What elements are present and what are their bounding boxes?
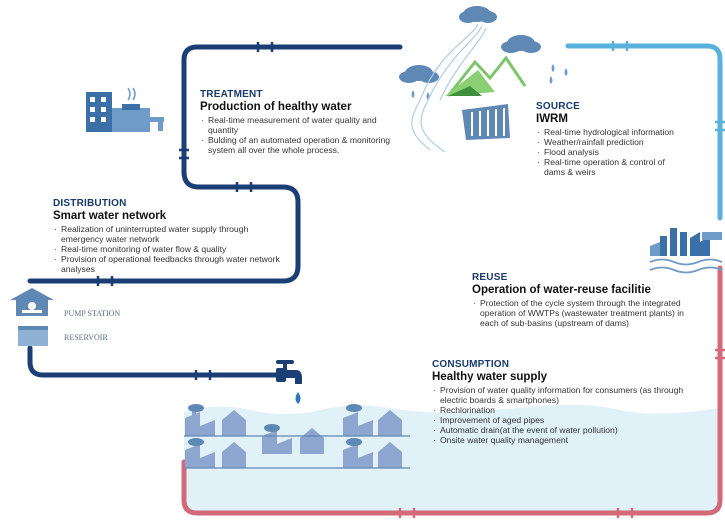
cloud-icon xyxy=(399,65,439,83)
list-item: Improvement of aged pipes xyxy=(432,415,694,425)
list-item: Realization of uninterrupted water suppl… xyxy=(53,224,293,244)
pump-station-label: PUMP STATION xyxy=(64,309,121,318)
distribution-label: DISTRIBUTION xyxy=(53,198,127,209)
consumption-list: Provision of water quality information f… xyxy=(432,385,694,445)
list-item: Weather/rainfall prediction xyxy=(536,137,684,147)
list-item: Real-time operation & control of dams & … xyxy=(536,157,684,177)
list-item: Real-time hydrological information xyxy=(536,127,684,137)
list-item: Provision of water quality information f… xyxy=(432,385,694,405)
list-item: Rechlorination xyxy=(432,405,694,415)
source-title: IWRM xyxy=(536,113,568,125)
list-item: Flood analysis xyxy=(536,147,684,157)
list-item: Onsite water quality management xyxy=(432,435,694,445)
red-pipe xyxy=(181,265,723,516)
list-item: Real-time measurement of water quality a… xyxy=(200,115,400,135)
reuse-list: Protection of the cycle system through t… xyxy=(472,298,704,328)
source-label: SOURCE xyxy=(536,101,580,112)
reuse-label: REUSE xyxy=(472,272,508,283)
treatment-list: Real-time measurement of water quality a… xyxy=(200,115,400,155)
treatment-section: TREATMENT Production of healthy water Re… xyxy=(200,89,410,155)
faucet-icon xyxy=(276,360,302,404)
blue-pipe xyxy=(565,43,723,221)
reservoir-label: RESERVOIR xyxy=(64,333,108,342)
reuse-title: Operation of water-reuse facilitie xyxy=(472,284,651,296)
source-landscape-icon xyxy=(399,6,568,153)
consumption-label: CONSUMPTION xyxy=(432,359,510,370)
cloud-icon xyxy=(501,35,541,53)
distribution-list: Realization of uninterrupted water suppl… xyxy=(53,224,293,274)
source-section: SOURCE IWRM Real-time hydrological infor… xyxy=(536,101,696,177)
pump-station-icon xyxy=(10,288,54,316)
list-item: Provision of operational feedbacks throu… xyxy=(53,254,293,274)
treatment-plant-icon xyxy=(86,87,164,132)
distribution-title: Smart water network xyxy=(53,210,167,222)
reservoir-icon xyxy=(18,326,48,346)
dam-icon xyxy=(462,104,510,140)
reuse-section: REUSE Operation of water-reuse facilitie… xyxy=(472,272,707,328)
list-item: Automatic drain(at the event of water po… xyxy=(432,425,694,435)
water-reuse-plant-icon xyxy=(649,228,723,274)
treatment-title: Production of healthy water xyxy=(200,101,352,113)
cloud-icon xyxy=(459,6,497,23)
consumption-section: CONSUMPTION Healthy water supply Provisi… xyxy=(432,359,702,445)
source-list: Real-time hydrological information Weath… xyxy=(536,127,684,177)
treatment-label: TREATMENT xyxy=(200,89,263,100)
navy-pipe xyxy=(27,44,403,378)
town-icon xyxy=(184,404,410,469)
list-item: Real-time monitoring of water flow & qua… xyxy=(53,244,293,254)
list-item: Protection of the cycle system through t… xyxy=(472,298,704,328)
distribution-section: DISTRIBUTION Smart water network Realiza… xyxy=(53,198,298,274)
consumption-title: Healthy water supply xyxy=(432,371,548,383)
pipe-joints xyxy=(96,41,725,518)
list-item: Bulding of an automated operation & moni… xyxy=(200,135,400,155)
